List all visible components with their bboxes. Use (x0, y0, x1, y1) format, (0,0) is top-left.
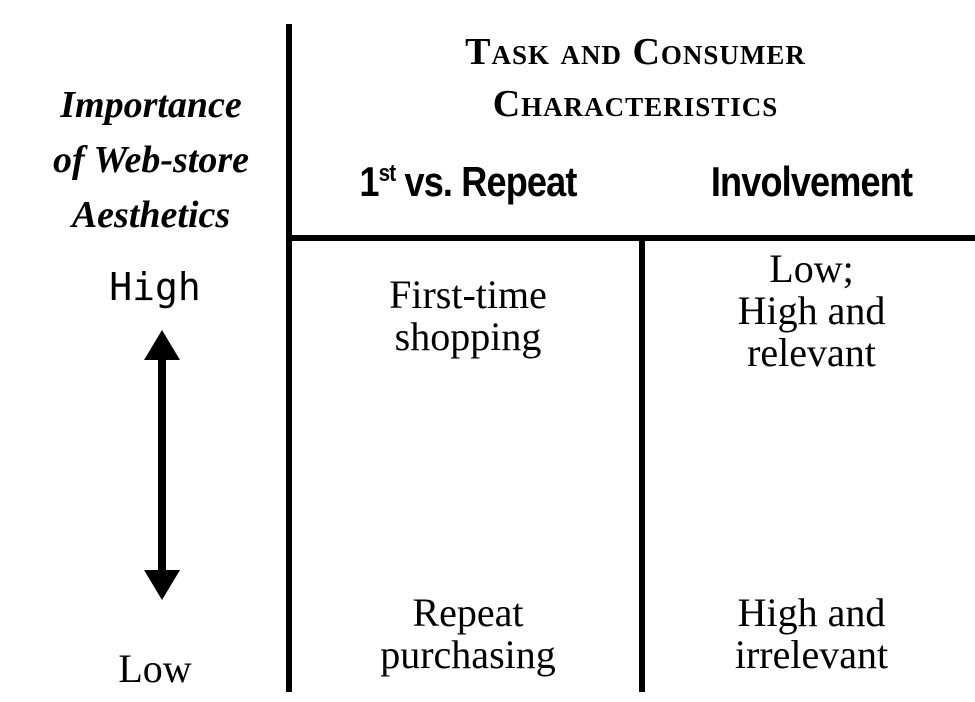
cell-high-first-vs-repeat-line-2: shopping (394, 314, 542, 359)
task-consumer-header-line-2: Characteristics (492, 83, 779, 125)
importance-header-line-3: Aesthetics (71, 194, 231, 236)
arrow-head-top (144, 330, 180, 360)
column-header-first-vs-repeat-sup: st (378, 160, 397, 187)
cell-high-involvement: Low; High and relevant (648, 248, 975, 374)
cell-high-first-vs-repeat: First-time shopping (296, 274, 640, 358)
column-header-first-vs-repeat-rest: vs. Repeat (395, 158, 577, 205)
cell-high-involvement-line-3: relevant (747, 330, 876, 375)
column-header-first-vs-repeat-main: 1 (359, 158, 379, 205)
main-vertical-divider (286, 24, 292, 692)
importance-header-line-1: Importance (60, 84, 242, 126)
double-headed-vertical-arrow-icon (144, 330, 180, 600)
column-header-first-vs-repeat: 1st vs. Repeat (320, 150, 616, 214)
column-header-involvement: Involvement (710, 158, 913, 205)
main-horizontal-divider (289, 235, 975, 241)
axis-label-high: High (109, 265, 201, 309)
column-divider (639, 238, 645, 692)
cell-low-involvement-line-1: High and (737, 590, 886, 635)
task-consumer-header: Task and Consumer Characteristics (296, 26, 975, 130)
importance-header-line-2: of Web-store (53, 139, 249, 181)
cell-low-first-vs-repeat: Repeat purchasing (296, 592, 640, 676)
cell-high-involvement-line-1: Low; (769, 246, 854, 291)
cell-high-involvement-line-2: High and (737, 288, 886, 333)
cell-low-first-vs-repeat-line-2: purchasing (380, 632, 556, 677)
importance-header: Importance of Web-store Aesthetics (20, 78, 282, 243)
arrow-head-bottom (144, 570, 180, 600)
cell-low-involvement-line-2: irrelevant (734, 632, 889, 677)
arrow-shaft (158, 358, 166, 572)
cell-low-involvement: High and irrelevant (648, 592, 975, 676)
axis-label-low: Low (118, 646, 192, 691)
cell-high-first-vs-repeat-line-1: First-time (389, 272, 547, 317)
cell-low-first-vs-repeat-line-1: Repeat (412, 590, 524, 635)
task-consumer-header-line-1: Task and Consumer (465, 31, 806, 73)
